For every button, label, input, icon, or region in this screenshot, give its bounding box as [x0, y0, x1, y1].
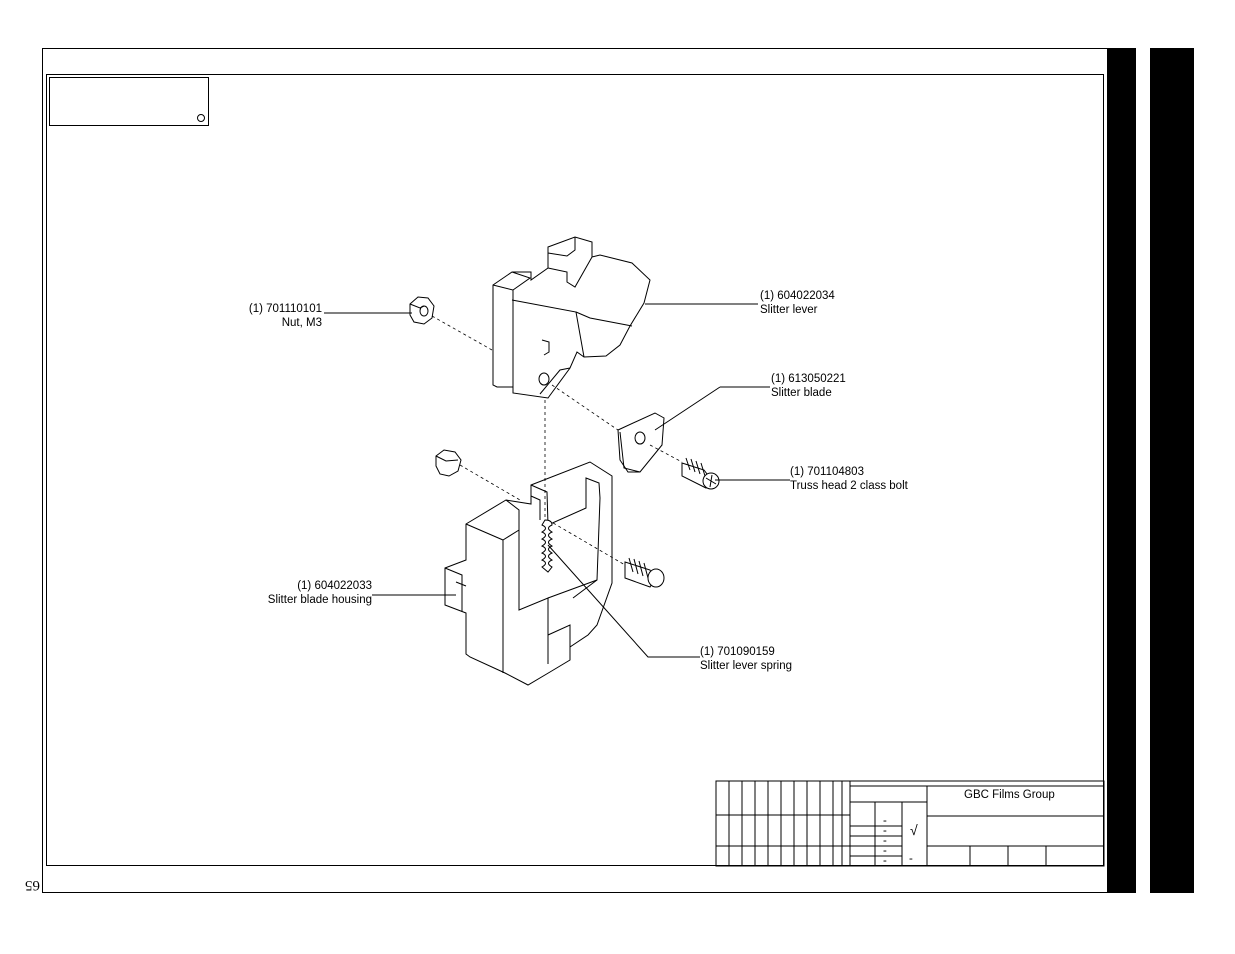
callout-lever: (1) 604022034 Slitter lever: [760, 289, 835, 317]
label-box: [49, 77, 209, 126]
dash-2: -: [883, 825, 887, 837]
dash-4: -: [883, 845, 887, 857]
callout-blade: (1) 613050221 Slitter blade: [771, 372, 846, 400]
bolt-1-part: [681, 457, 720, 490]
label-box-dot: [197, 114, 205, 122]
slitter-blade-part: [617, 412, 665, 473]
company-name: GBC Films Group: [964, 789, 1055, 801]
dash-5: -: [883, 855, 887, 867]
callout-bolt-name: Truss head 2 class bolt: [790, 480, 908, 492]
callout-housing-qty: (1) 604022033: [297, 580, 372, 592]
nut-lower-part: [435, 449, 462, 477]
dash-3: -: [883, 835, 887, 847]
bolt-2-part: [624, 557, 665, 588]
outer-frame: [42, 48, 1108, 893]
callout-nut: (1) 701110101 Nut, M3: [222, 302, 322, 330]
callout-lever-name: Slitter lever: [760, 304, 818, 316]
side-bar-right: [1150, 48, 1194, 893]
callout-nut-name: Nut, M3: [281, 317, 322, 329]
callout-lever-qty: (1) 604022034: [760, 290, 835, 302]
callout-housing-name: Slitter blade housing: [267, 594, 372, 606]
slitter-lever-part: [492, 236, 651, 399]
dash-6: -: [909, 853, 913, 865]
callout-blade-name: Slitter blade: [771, 387, 832, 399]
callout-housing: (1) 604022033 Slitter blade housing: [232, 579, 372, 607]
callout-nut-qty: (1) 701110101: [248, 303, 322, 315]
dash-1: -: [883, 815, 887, 827]
inner-frame: [46, 74, 1104, 866]
callout-bolt-qty: (1) 701104803: [790, 466, 864, 478]
callout-spring-name: Slitter lever spring: [700, 660, 793, 672]
spring-part: [540, 519, 554, 573]
housing-part: [444, 461, 613, 686]
callout-bolt: (1) 701104803 Truss head 2 class bolt: [790, 465, 908, 493]
callout-spring: (1) 701090159 Slitter lever spring: [700, 645, 792, 673]
callout-blade-qty: (1) 613050221: [771, 373, 846, 385]
side-bar-left: [1108, 48, 1136, 893]
check-mark: √: [910, 822, 918, 838]
callout-spring-qty: (1) 701090159: [700, 646, 775, 658]
nut-top-part: [409, 296, 435, 325]
